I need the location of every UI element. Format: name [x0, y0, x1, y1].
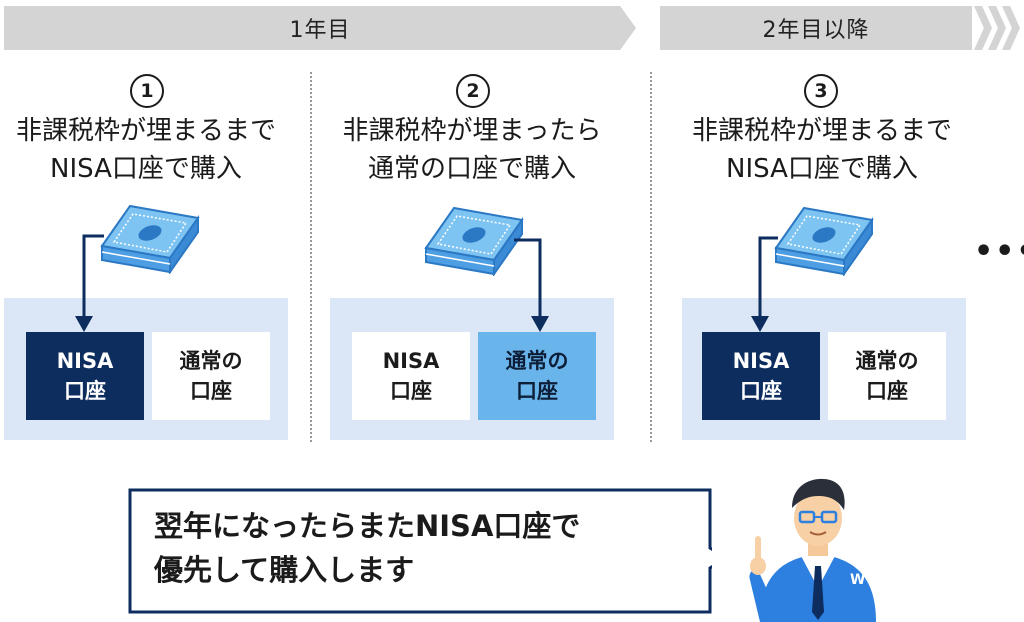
normal-label: 通常の	[179, 349, 243, 373]
continuation-ellipsis: •••	[974, 234, 1024, 269]
bubble-line1: 翌年になったらまたNISA口座で	[154, 509, 581, 543]
account-label: 口座	[190, 379, 232, 403]
nisa-label: NISA	[382, 349, 440, 373]
nisa-label: NISA	[56, 349, 114, 373]
chevron-right-icon	[974, 6, 992, 50]
column-divider	[310, 72, 312, 442]
normal-account-box: 通常の口座	[828, 332, 946, 420]
normal-label: 通常の	[855, 349, 919, 373]
nisa-account-box: NISA 口座	[26, 332, 144, 420]
account-label: 口座	[63, 379, 106, 403]
bubble-line2: 優先して購入します	[154, 553, 415, 587]
step-description-1: 非課税枠が埋まるまで NISA口座で購入	[0, 112, 306, 188]
step-number-2: 2	[456, 74, 490, 108]
year1-banner-label: 1年目	[289, 18, 351, 43]
account-label: 口座	[866, 379, 908, 403]
nisa-label: NISA	[732, 349, 790, 373]
year2-banner: 2年目以降	[660, 6, 972, 50]
column-divider	[650, 72, 652, 442]
step-2-line2: 通常の口座で購入	[367, 154, 576, 184]
step-3-line2: NISA口座で購入	[726, 154, 918, 184]
step-2-line1: 非課税枠が埋まったら	[342, 116, 602, 146]
normal-account-box: 通常の口座	[152, 332, 270, 420]
money-bundle-icon	[774, 206, 874, 276]
advisor-person-icon: W	[749, 478, 876, 622]
speech-bubble-text: 翌年になったらまたNISA口座で 優先して購入します	[154, 504, 694, 592]
money-bundle-icon	[100, 204, 200, 274]
step-number-1: 1	[130, 74, 164, 108]
step-1-line2: NISA口座で購入	[50, 154, 242, 184]
step-number-3: 3	[804, 74, 838, 108]
nisa-account-box: NISA 口座	[702, 332, 820, 420]
step-3-line1: 非課税枠が埋まるまで	[691, 116, 952, 146]
year2-banner-label: 2年目以降	[762, 18, 870, 43]
year1-banner: 1年目	[4, 6, 636, 50]
nisa-account-box: NISA 口座	[352, 332, 470, 420]
step-1-line1: 非課税枠が埋まるまで	[15, 116, 276, 146]
money-bundle-icon	[424, 206, 524, 276]
normal-account-box: 通常の口座	[478, 332, 596, 420]
normal-label: 通常の	[505, 349, 569, 373]
step-description-2: 非課税枠が埋まったら 通常の口座で購入	[312, 112, 632, 188]
account-label: 口座	[516, 379, 558, 403]
speech-bubble	[128, 488, 712, 614]
account-label: 口座	[389, 379, 432, 403]
step-description-3: 非課税枠が埋まるまで NISA口座で購入	[662, 112, 982, 188]
account-label: 口座	[739, 379, 782, 403]
svg-text:W: W	[850, 572, 865, 588]
